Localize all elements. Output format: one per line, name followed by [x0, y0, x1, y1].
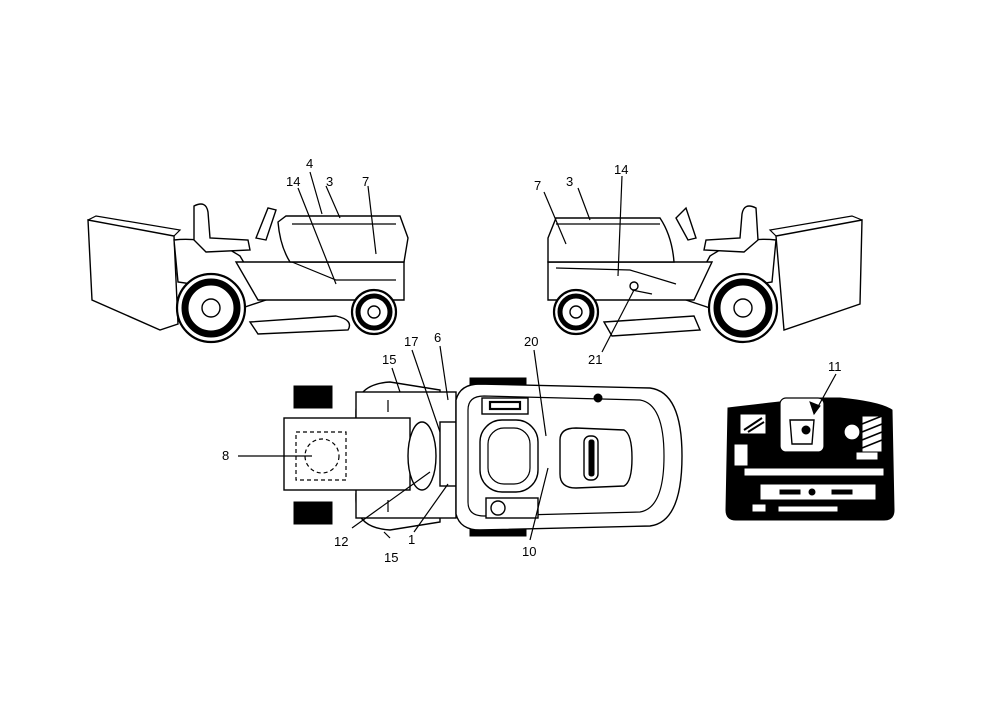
callout-7: 7 — [534, 178, 541, 193]
seat-back — [407, 421, 437, 491]
callout-3: 3 — [566, 174, 573, 189]
grass-bag — [775, 219, 863, 331]
callout-17: 17 — [404, 334, 418, 349]
cutting-deck — [248, 315, 351, 335]
callout-15: 15 — [382, 352, 396, 367]
callout-14: 14 — [614, 162, 628, 177]
callout-11: 11 — [828, 359, 842, 374]
callout-10: 10 — [522, 544, 536, 559]
mower-left-side-view: 4 3 14 7 — [87, 156, 409, 344]
rear-tire-bottom — [293, 501, 333, 525]
callout-4: 4 — [306, 156, 313, 171]
steering-wheel — [675, 206, 697, 241]
callout-1: 1 — [408, 532, 415, 547]
control-panel-view: 11 — [725, 359, 895, 521]
mower-right-side-view: 7 3 14 21 — [534, 162, 863, 367]
seat — [703, 205, 759, 253]
hood — [277, 215, 409, 263]
steering-wheel — [255, 207, 277, 241]
callout-12: 12 — [334, 534, 348, 549]
cutting-deck — [602, 315, 702, 337]
callout-8: 8 — [222, 448, 229, 463]
callout-6: 6 — [434, 330, 441, 345]
mower-top-view: 15 17 6 20 8 12 1 15 10 — [222, 330, 683, 565]
callout-7: 7 — [362, 174, 369, 189]
hood — [547, 217, 675, 263]
callout-21: 21 — [588, 352, 602, 367]
callout-20: 20 — [524, 334, 538, 349]
grass-bag — [87, 219, 179, 331]
callout-15: 15 — [384, 550, 398, 565]
callout-14: 14 — [286, 174, 300, 189]
seat-cushion — [479, 419, 539, 493]
seat — [193, 203, 251, 253]
callout-3: 3 — [326, 174, 333, 189]
rear-tire-top — [293, 385, 333, 409]
grass-bag-top — [283, 417, 411, 491]
